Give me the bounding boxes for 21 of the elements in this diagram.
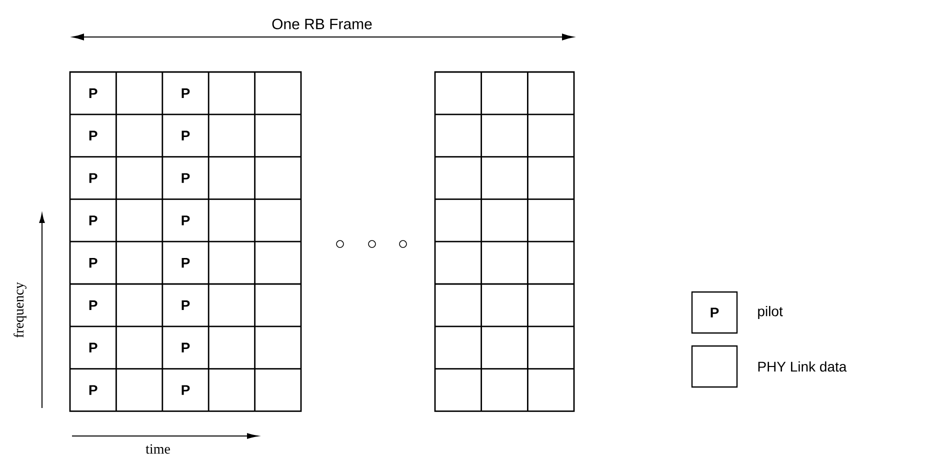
pilot-symbol: P xyxy=(89,216,98,226)
legend-label: PHY Link data xyxy=(758,361,847,372)
pilot-symbol: P xyxy=(89,258,98,268)
pilot-symbol: P xyxy=(182,130,190,140)
pilot-symbol: P xyxy=(89,385,98,395)
pilot-symbol: P xyxy=(182,342,190,352)
legend-label: pilot xyxy=(758,306,783,320)
axis-label: time xyxy=(146,444,170,454)
dimension-label: One RB Frame xyxy=(272,18,372,30)
pilot-symbol: P xyxy=(182,300,190,310)
axis-label: frequency xyxy=(14,282,26,338)
pilot-symbol: P xyxy=(182,88,190,98)
pilot-symbol: P xyxy=(89,300,98,310)
pilot-symbol: P xyxy=(182,385,190,395)
pilot-symbol: P xyxy=(182,258,190,268)
pilot-symbol: P xyxy=(182,173,190,183)
pilot-symbol: P xyxy=(89,130,98,140)
pilot-symbol: P xyxy=(89,173,98,183)
pilot-symbol: P xyxy=(89,342,98,352)
pilot-symbol: P xyxy=(89,88,98,98)
pilot-symbol: P xyxy=(182,216,190,226)
